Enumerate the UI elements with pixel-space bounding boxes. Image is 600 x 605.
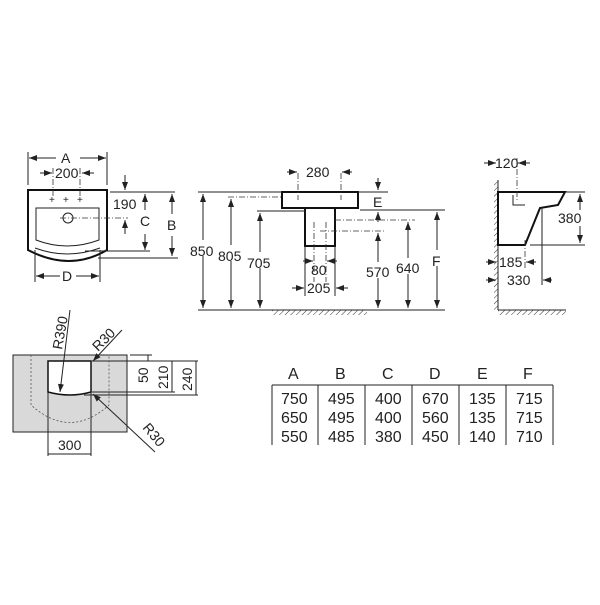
table-cell: 715	[516, 410, 543, 427]
table-cell: 135	[469, 391, 496, 408]
dim-280: 280	[306, 164, 330, 180]
table-cell: 450	[422, 429, 449, 446]
dim-805: 805	[218, 248, 242, 264]
dimension-table: A B C D E F 750 495 400 670 135 715 650 495 400 5…	[271, 366, 554, 446]
svg-text:+: +	[63, 195, 69, 206]
dim-705: 705	[247, 255, 271, 271]
wall-hatch	[494, 180, 498, 310]
table-header: A	[288, 366, 299, 383]
table-cell: 750	[281, 391, 308, 408]
dim-200: 200	[55, 165, 79, 181]
table-header: E	[477, 366, 488, 383]
dim-850: 850	[190, 243, 214, 259]
dim-c-label: C	[140, 213, 150, 229]
table-header: F	[523, 366, 533, 383]
dim-210: 210	[155, 365, 171, 389]
table-cell: 650	[281, 410, 308, 427]
table-cell: 710	[516, 429, 543, 446]
dim-380: 380	[558, 210, 582, 226]
table-cell: 485	[328, 429, 355, 446]
dim-r30-bottom: R30	[140, 420, 169, 450]
table-header: B	[335, 366, 346, 383]
dim-185: 185	[499, 254, 523, 270]
tap-hole-icon: + + +	[49, 195, 83, 206]
floor-hatch	[272, 310, 367, 315]
dim-300: 300	[58, 437, 82, 453]
dim-205: 205	[307, 280, 331, 296]
dim-r390: R390	[49, 315, 71, 351]
side-profile	[497, 191, 567, 246]
svg-text:+: +	[77, 195, 83, 206]
dim-190: 190	[113, 196, 137, 212]
dim-80: 80	[311, 262, 327, 278]
bowl-outline	[35, 207, 100, 247]
front-view: 850 805 705 280 E 570 640 F 80 205	[190, 164, 445, 315]
dim-570: 570	[366, 264, 390, 280]
dim-50: 50	[135, 367, 151, 383]
dim-330: 330	[507, 272, 531, 288]
cutout-view: R390 R30 R30 50 210 240 300	[12, 309, 198, 456]
dim-f-label: F	[432, 253, 441, 269]
side-view: 120 380 185 330	[484, 155, 585, 315]
table-cell: 715	[516, 391, 543, 408]
table-cell: 495	[328, 391, 355, 408]
dim-r30-top: R30	[89, 324, 119, 354]
dim-a-label: A	[61, 150, 71, 166]
table-cell: 380	[375, 429, 402, 446]
table-cell: 550	[281, 429, 308, 446]
pedestal	[304, 207, 336, 247]
table-header: D	[429, 366, 441, 383]
dim-640: 640	[396, 260, 420, 276]
table-cell: 135	[469, 410, 496, 427]
svg-text:+: +	[49, 195, 55, 206]
table-cell: 140	[469, 429, 496, 446]
table-cell: 560	[422, 410, 449, 427]
dim-e-label: E	[373, 194, 382, 210]
dim-120: 120	[495, 155, 519, 171]
basin-outline	[27, 189, 108, 262]
dim-240: 240	[179, 367, 195, 391]
table-cell: 495	[328, 410, 355, 427]
table-cell: 400	[375, 410, 402, 427]
table-cell: 670	[422, 391, 449, 408]
plan-view: + + + A 200 190 C B D	[27, 150, 178, 284]
dim-b-label: B	[167, 217, 176, 233]
table-cell: 400	[375, 391, 402, 408]
cutout-hole	[47, 360, 92, 396]
table-header: C	[382, 366, 394, 383]
dim-d-label: D	[62, 268, 72, 284]
